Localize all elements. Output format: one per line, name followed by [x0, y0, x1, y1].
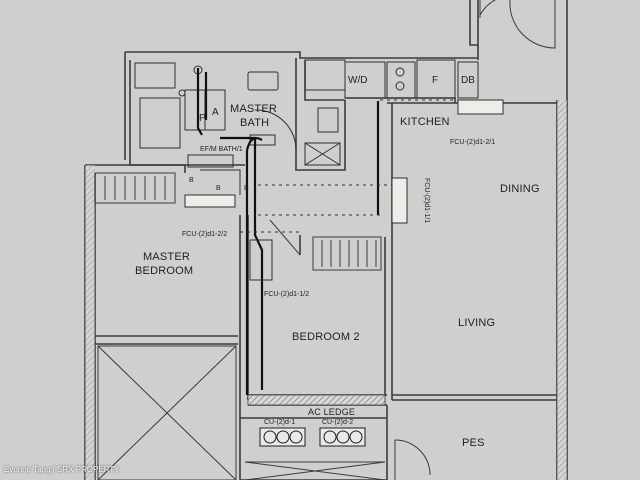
fcu-dining-label: FCU-(2)d1-1/1: [423, 178, 430, 223]
cu2-label: CU-(2)d-2: [322, 419, 353, 426]
living-label: LIVING: [458, 317, 495, 329]
fcu-dining-icon: [391, 177, 408, 224]
fixture-b3-label: B: [189, 177, 194, 184]
fixture-b2-label: B: [244, 185, 249, 192]
fcu-master-label: FCU-(2)d1-2/2: [182, 231, 227, 238]
fcu-bedroom2-icon: [249, 239, 273, 281]
doors: [269, 0, 556, 480]
fcu-kitchen-label: FCU-(2)d1-2/1: [450, 139, 495, 146]
void-cross-ledge: [244, 461, 386, 480]
exhaust-fan-label: EF/M BATH/1: [200, 146, 243, 153]
fixture-a-label: A: [212, 107, 219, 118]
bedroom2-label: BEDROOM 2: [292, 331, 360, 343]
master-bath-label-2: BATH: [240, 117, 269, 129]
master-bedroom-label-1: MASTER: [143, 251, 190, 263]
fcu-kitchen-icon: [457, 99, 504, 115]
watermark-credit: Evonne Tang | SRX PROPERTY: [4, 465, 120, 474]
pipe-lines: [240, 99, 460, 233]
pump-label: P: [199, 113, 206, 124]
wardrobe-master: [94, 172, 176, 204]
dining-label: DINING: [500, 183, 540, 195]
master-bath-label-1: MASTER: [230, 103, 277, 115]
bath-fixtures: [134, 62, 297, 208]
ac-ducts: [196, 68, 380, 395]
wardrobe-bedroom2: [312, 236, 382, 271]
void-cross: [97, 345, 237, 480]
washer-dryer-label: W/D: [348, 75, 367, 86]
fridge-label: F: [432, 75, 438, 86]
master-bedroom-label-2: BEDROOM: [135, 265, 193, 277]
ledge-wall: [247, 394, 386, 406]
fcu-master-icon: [184, 194, 236, 208]
fcu-bedroom2-label: FCU-(2)d1-1/2: [264, 291, 309, 298]
condenser-units: [259, 427, 366, 447]
kitchen-fixtures: [304, 59, 479, 166]
fixture-b1-label: B: [216, 185, 221, 192]
pes-label: PES: [462, 437, 485, 449]
ac-ledge-label: AC LEDGE: [308, 407, 355, 417]
kitchen-label: KITCHEN: [400, 116, 450, 128]
cu1-label: CU-(2)d-1: [264, 419, 295, 426]
db-label: DB: [461, 75, 475, 86]
